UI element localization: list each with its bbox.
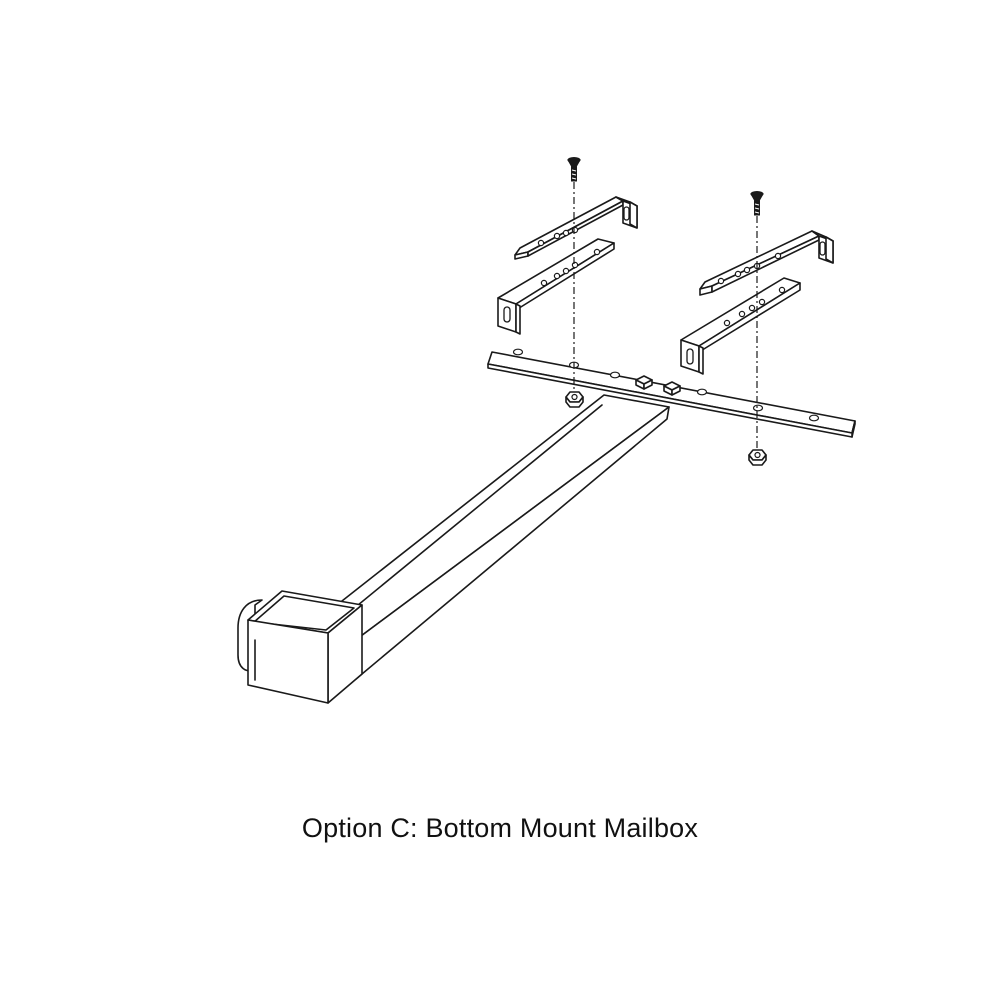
hex-nut-right <box>748 449 767 466</box>
bracket-lower-left <box>497 238 615 335</box>
hex-nut-left <box>565 391 584 408</box>
mounting-plate <box>487 348 856 438</box>
plate-hole <box>808 414 820 422</box>
post-sleeve <box>237 590 363 704</box>
screw-right <box>750 191 764 216</box>
plate-hole <box>609 371 621 379</box>
bracket-upper-right <box>699 230 834 296</box>
bracket-lower-right <box>680 277 801 375</box>
screw-left <box>567 157 581 182</box>
plate-hole <box>752 404 764 412</box>
plate-hole <box>512 348 524 356</box>
plate-hole <box>696 388 708 396</box>
support-arm <box>327 394 670 680</box>
bracket-upper-left <box>514 196 638 260</box>
diagram-caption: Option C: Bottom Mount Mailbox <box>301 813 699 843</box>
